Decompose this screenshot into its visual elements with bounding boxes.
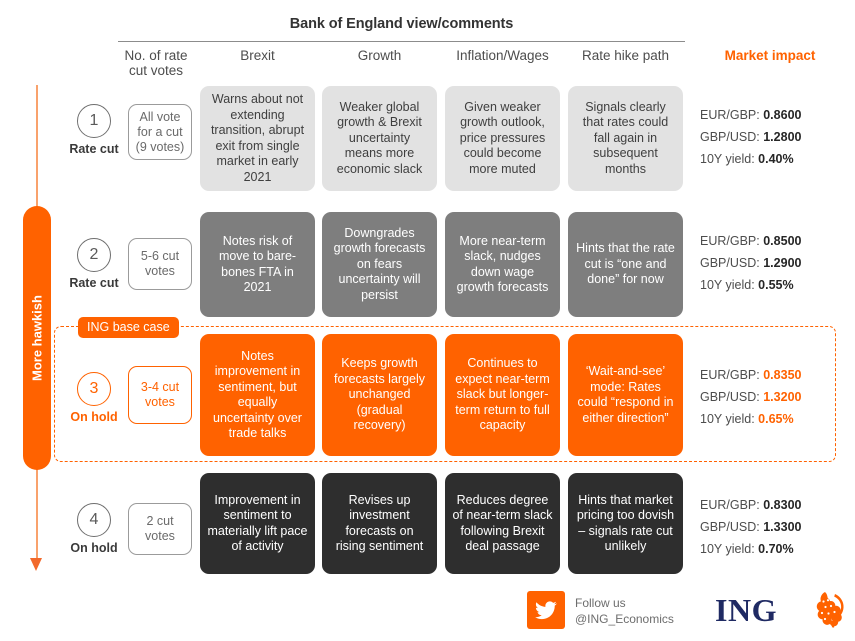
cell-brexit-2: Notes risk of move to bare-bones FTA in … (200, 212, 315, 317)
scenario-1-label: 1 Rate cut (60, 104, 128, 156)
page-title: Bank of England view/comments (289, 16, 514, 32)
ing-base-case-box (54, 326, 836, 462)
column-header-inflation-wages: Inflation/Wages (456, 48, 549, 63)
twitter-icon[interactable] (527, 591, 565, 629)
scenario-2-label: 2 Rate cut (60, 238, 128, 290)
scenario-3-label: 3 On hold (60, 372, 128, 424)
scenario-4-label: 4 On hold (60, 503, 128, 555)
votes-box-3: 3-4 cut votes (128, 366, 192, 424)
column-header-growth: Growth (357, 48, 402, 63)
scenario-number-1: 1 (77, 104, 111, 138)
scenario-stance-3: On hold (70, 410, 118, 424)
market-impact-4: EUR/GBP: 0.8300 GBP/USD: 1.3300 10Y yiel… (700, 498, 802, 556)
cell-inflation-1: Given weaker growth outlook, price press… (445, 86, 560, 191)
cell-rate-path-1: Signals clearly that rates could fall ag… (568, 86, 683, 191)
cell-growth-3: Keeps growth forecasts largely unchanged… (322, 334, 437, 456)
ing-base-case-tag: ING base case (78, 317, 179, 338)
scenario-stance-1: Rate cut (69, 142, 119, 156)
votes-box-2: 5-6 cut votes (128, 238, 192, 290)
column-header-brexit: Brexit (240, 48, 275, 63)
follow-us-text: Follow us @ING_Economics (575, 596, 674, 626)
ing-lion-icon (816, 592, 844, 628)
votes-box-1: All vote for a cut (9 votes) (128, 104, 192, 160)
cell-brexit-3: Notes improvement in sentiment, but equa… (200, 334, 315, 456)
cell-brexit-1: Warns about not extending transition, ab… (200, 86, 315, 191)
market-impact-2: EUR/GBP: 0.8500 GBP/USD: 1.2900 10Y yiel… (700, 234, 802, 292)
hawkish-axis-arrow-icon (30, 558, 42, 571)
cell-inflation-3: Continues to expect near-term slack but … (445, 334, 560, 456)
hawkish-axis-label: More hawkish (29, 295, 45, 381)
scenario-number-3: 3 (77, 372, 111, 406)
votes-box-4: 2 cut votes (128, 503, 192, 555)
cell-growth-4: Revises up investment forecasts on risin… (322, 473, 437, 574)
cell-growth-1: Weaker global growth & Brexit uncertaint… (322, 86, 437, 191)
scenario-stance-4: On hold (70, 541, 118, 555)
scenario-number-2: 2 (77, 238, 111, 272)
cell-rate-path-4: Hints that market pricing too dovish – s… (568, 473, 683, 574)
cell-rate-path-3: ‘Wait-and-see’ mode: Rates could “respon… (568, 334, 683, 456)
cell-inflation-4: Reduces degree of near-term slack follow… (445, 473, 560, 574)
cell-rate-path-2: Hints that the rate cut is “one and done… (568, 212, 683, 317)
ing-wordmark: ING (715, 592, 777, 628)
column-header-rate-hike-path: Rate hike path (581, 48, 670, 63)
column-header-votes: No. of rate cut votes (124, 48, 188, 78)
cell-growth-2: Downgrades growth forecasts on fears unc… (322, 212, 437, 317)
column-header-market-impact: Market impact (724, 48, 816, 63)
scenario-stance-2: Rate cut (69, 276, 119, 290)
header-divider (118, 41, 685, 42)
market-impact-3: EUR/GBP: 0.8350 GBP/USD: 1.3200 10Y yiel… (700, 368, 802, 426)
hawkish-axis-pill (23, 206, 51, 470)
scenario-number-4: 4 (77, 503, 111, 537)
cell-inflation-2: More near-term slack, nudges down wage g… (445, 212, 560, 317)
market-impact-1: EUR/GBP: 0.8600 GBP/USD: 1.2800 10Y yiel… (700, 108, 802, 166)
cell-brexit-4: Improvement in sentiment to materially l… (200, 473, 315, 574)
